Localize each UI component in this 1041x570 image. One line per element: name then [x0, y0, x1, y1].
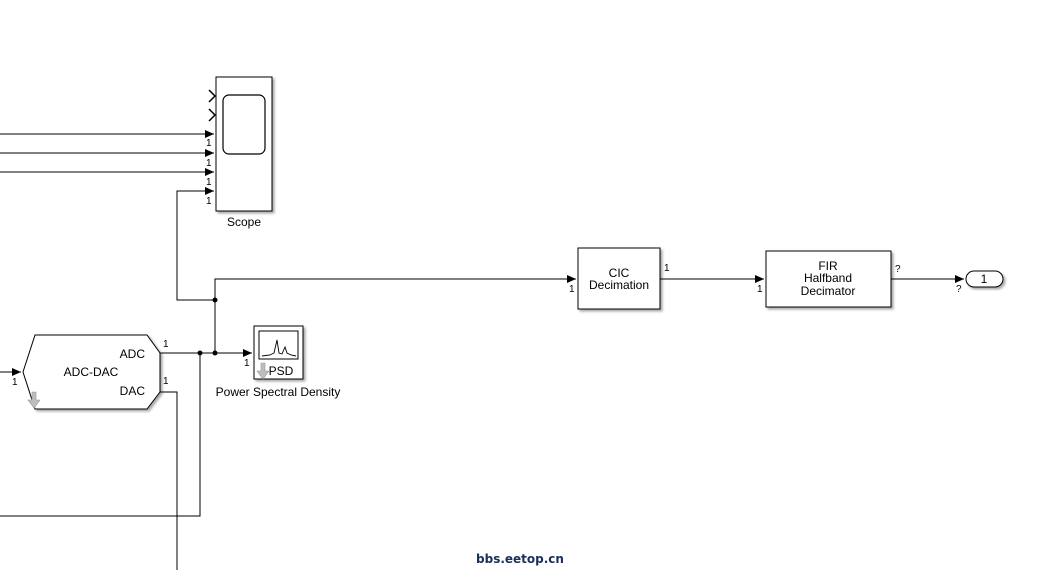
fir-halfband-decimator-block[interactable]: FIR Halfband Decimator: [765, 250, 892, 308]
watermark-text: bbs.eetop.cn: [476, 552, 564, 566]
dim-label-fir-in: 1: [757, 284, 763, 295]
dim-label-adcdac-in: 1: [12, 377, 18, 388]
dim-label-adc-out: 1: [163, 339, 169, 350]
spectrum-trace-icon: [261, 339, 297, 357]
chevron-right-icon: [208, 89, 217, 103]
outport-label: 1: [981, 272, 988, 286]
cic-decimation-block[interactable]: CIC Decimation: [577, 247, 661, 310]
fir-label-line3: Decimator: [801, 284, 856, 298]
adc-dac-title: ADC-DAC: [64, 365, 119, 379]
dim-label-dac-out: 1: [163, 376, 169, 387]
branch-point: [212, 350, 218, 356]
fir-label-line1: FIR: [818, 259, 838, 273]
dim-label-scope-in4: 1: [206, 196, 212, 207]
adc-port-label: ADC: [120, 347, 146, 361]
scope-screen-icon: [222, 94, 266, 155]
dim-label-scope-in1: 1: [206, 138, 212, 149]
dac-port-label: DAC: [120, 384, 146, 398]
signal-line-feedback[interactable]: [0, 353, 201, 517]
outport-block[interactable]: 1: [965, 270, 1004, 288]
dim-label-fir-out: ?: [895, 264, 901, 275]
psd-label: Power Spectral Density: [216, 385, 341, 399]
branch-point: [197, 350, 203, 356]
signal-line-dac-out[interactable]: [160, 391, 178, 570]
chevron-right-icon: [208, 108, 217, 122]
scope-label: Scope: [227, 215, 261, 229]
signal-dimension-labels: 1 1 1 1 1 1 1 ? ? 1 1 1 1: [12, 138, 962, 388]
fir-label-line2: Halfband: [804, 271, 852, 285]
branch-point: [212, 297, 218, 303]
dim-label-cic-out: 1: [664, 263, 670, 274]
signal-lines: [0, 130, 964, 570]
down-arrow-icon: [256, 362, 270, 380]
spectrum-plot-icon: [258, 330, 299, 360]
dim-label-psd-in: 1: [244, 358, 250, 369]
psd-block[interactable]: PSD Power Spectral Density: [216, 325, 341, 399]
scope-block[interactable]: Scope: [208, 76, 273, 229]
adc-dac-block[interactable]: ADC-DAC ADC DAC: [22, 334, 161, 410]
dim-label-cic-in: 1: [569, 284, 575, 295]
dim-label-outport-in: ?: [956, 284, 962, 295]
signal-line-to-cic[interactable]: [214, 275, 576, 300]
down-arrow-icon: [27, 391, 41, 409]
signal-line-scope-in4[interactable]: [176, 187, 215, 301]
psd-icon-text: PSD: [269, 364, 294, 378]
dim-label-scope-in3: 1: [206, 177, 212, 188]
cic-label-line1: CIC: [609, 266, 630, 280]
cic-label-line2: Decimation: [589, 278, 649, 292]
dim-label-scope-in2: 1: [206, 158, 212, 169]
